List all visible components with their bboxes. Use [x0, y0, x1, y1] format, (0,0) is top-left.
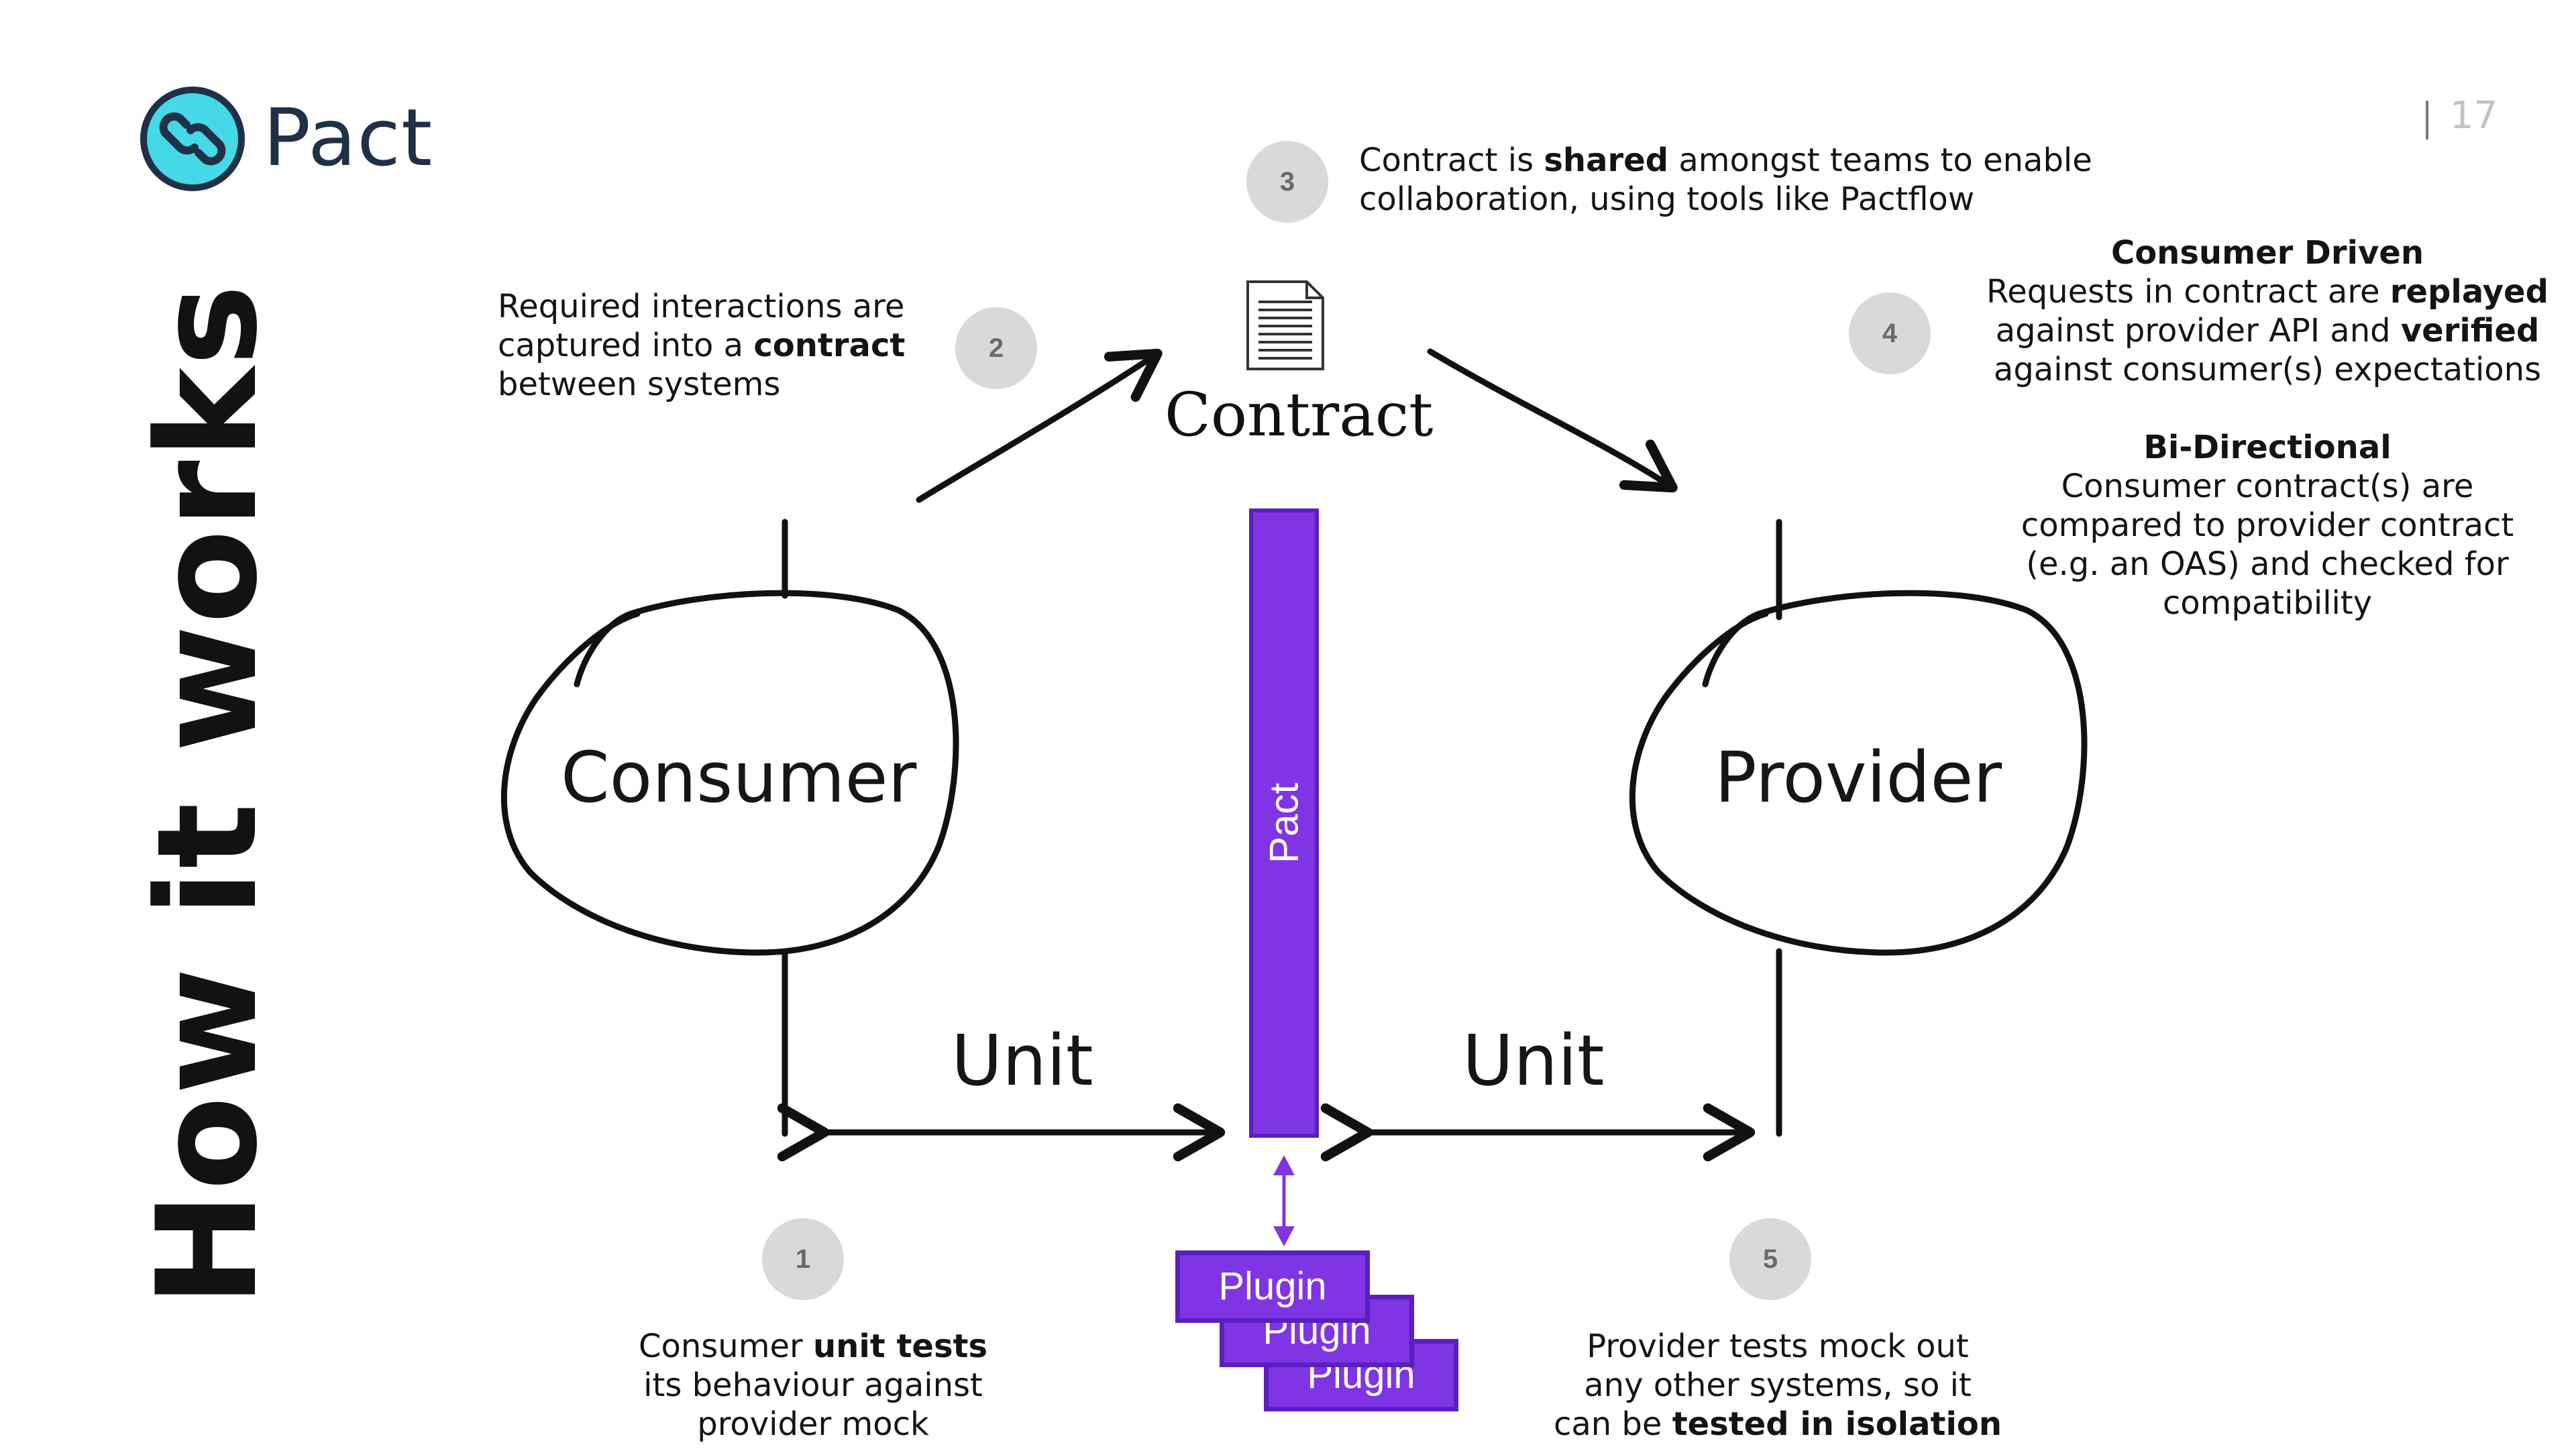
pact-logo — [140, 86, 246, 192]
plugin-arrow-head-up — [1273, 1155, 1295, 1175]
plugin-arrow-head-down — [1273, 1226, 1295, 1246]
step-4-text: Consumer Driven Requests in contract are… — [1986, 234, 2548, 622]
arrow-to-contract — [916, 348, 1163, 503]
step-1-text: Consumer unit tests its behaviour agains… — [638, 1328, 988, 1443]
consumer-label: Consumer — [561, 737, 917, 818]
plugin-box: Plugin — [1175, 1250, 1370, 1323]
provider-label: Provider — [1715, 737, 2002, 818]
step-badge-4: 4 — [1849, 292, 1931, 374]
page-number: 17 — [2450, 94, 2498, 138]
consumer-circle — [500, 590, 959, 956]
step-5-text: Provider tests mock out any other system… — [1553, 1328, 2002, 1443]
arrow-to-provider — [1427, 348, 1678, 493]
step-badge-3: 3 — [1246, 141, 1328, 223]
link-icon — [140, 87, 245, 191]
step-3-text: Contract is shared amongst teams to enab… — [1359, 142, 2092, 218]
pact-bar-label: Pact — [1261, 782, 1307, 864]
document-icon — [1246, 280, 1324, 370]
unit-label-right: Unit — [1462, 1020, 1605, 1102]
pact-bar: Pact — [1249, 508, 1319, 1138]
provider-circle — [1629, 590, 2088, 956]
step-badge-5: 5 — [1729, 1218, 1811, 1300]
step-2-text: Required interactions are captured into … — [498, 288, 906, 403]
logo-text: Pact — [263, 91, 433, 184]
step-badge-1: 1 — [762, 1218, 844, 1300]
unit-label-left: Unit — [951, 1020, 1093, 1102]
step-badge-2: 2 — [955, 307, 1037, 389]
page-divider — [2426, 101, 2428, 140]
contract-label: Contract — [1165, 380, 1434, 450]
